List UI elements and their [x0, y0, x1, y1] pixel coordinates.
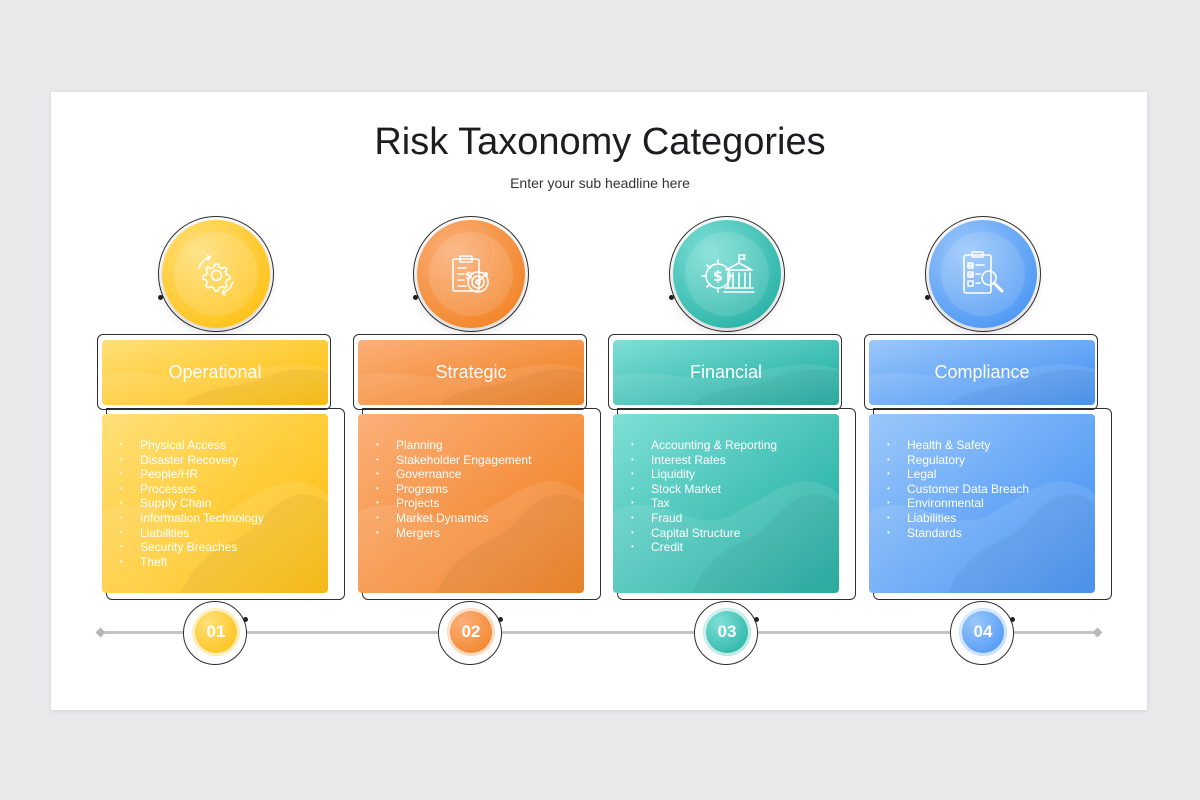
ring-end-dot — [243, 617, 248, 622]
risk-item: Stock Market — [631, 482, 777, 497]
risk-item: Accounting & Reporting — [631, 438, 777, 453]
connector-outline — [97, 334, 331, 410]
category-name: Strategic — [435, 362, 507, 382]
connector-outline — [608, 334, 842, 410]
risk-item: Governance — [376, 467, 531, 482]
ring-end-dot — [498, 617, 503, 622]
risk-item: Market Dynamics — [376, 511, 531, 526]
risk-item: Fraud — [631, 511, 777, 526]
risk-item: Environmental — [887, 496, 1029, 511]
ring-end-dot — [1010, 617, 1015, 622]
timeline-line — [100, 631, 1100, 634]
risk-item: Theft — [120, 555, 264, 570]
category-name: Financial — [689, 362, 763, 382]
connector-outline — [353, 334, 587, 410]
risk-item: Processes — [120, 482, 264, 497]
ring-end-dot — [669, 295, 674, 300]
risk-item: Tax — [631, 496, 777, 511]
svg-text:$: $ — [465, 269, 473, 282]
connector-outline — [864, 334, 1098, 410]
step-number-badge: 02 — [447, 608, 495, 656]
risk-item-list: Health & SafetyRegulatoryLegalCustomer D… — [869, 438, 1029, 540]
risk-item-list: PlanningStakeholder EngagementGovernance… — [358, 438, 532, 541]
risk-item: Supply Chain — [120, 496, 264, 511]
category-icon-badge — [673, 220, 781, 328]
risk-item: Interest Rates — [631, 453, 777, 468]
risk-item: People/HR — [120, 467, 264, 482]
category-body: Accounting & ReportingInterest RatesLiqu… — [613, 414, 839, 593]
gear-cycle-icon — [187, 246, 247, 302]
risk-item: Stakeholder Engagement — [376, 453, 532, 468]
ring-end-dot — [925, 295, 930, 300]
risk-item: Liabilities — [120, 526, 264, 541]
bank-gear-dollar-icon: $ — [698, 246, 758, 302]
risk-item: Liquidity — [631, 467, 777, 482]
risk-item: Capital Structure — [631, 526, 777, 541]
page-subtitle: Enter your sub headline here — [510, 175, 690, 191]
checklist-magnifier-icon — [954, 246, 1014, 302]
risk-item: Legal — [887, 467, 1029, 482]
category-header: Compliance — [869, 340, 1095, 405]
category-header: Strategic — [358, 340, 584, 405]
icon-inner-disc — [685, 232, 769, 316]
risk-item: Liabilities — [887, 511, 1029, 526]
step-number: 03 — [717, 622, 737, 641]
category-name: Operational — [168, 362, 262, 382]
risk-item: Health & Safety — [887, 438, 1029, 453]
risk-item: Mergers — [376, 526, 531, 541]
page-title: Risk Taxonomy Categories — [374, 121, 826, 163]
clipboard-target-icon: $ — [442, 246, 502, 302]
category-name: Compliance — [934, 362, 1030, 382]
step-number-badge: 04 — [959, 608, 1007, 656]
risk-item: Information Technology — [120, 511, 264, 526]
risk-item-list: Accounting & ReportingInterest RatesLiqu… — [613, 438, 777, 555]
risk-item: Physical Access — [120, 438, 264, 453]
icon-inner-disc — [174, 232, 258, 316]
step-number: 02 — [461, 622, 481, 641]
category-body: Physical AccessDisaster RecoveryPeople/H… — [102, 414, 328, 593]
ring-end-dot — [754, 617, 759, 622]
category-body: Health & SafetyRegulatoryLegalCustomer D… — [869, 414, 1095, 593]
step-number-badge: 01 — [192, 608, 240, 656]
risk-item: Planning — [376, 438, 531, 453]
risk-item: Security Breaches — [120, 540, 264, 555]
category-icon-badge — [162, 220, 270, 328]
svg-text:$: $ — [713, 269, 723, 285]
category-header: Operational — [102, 340, 328, 405]
risk-item: Standards — [887, 526, 1029, 541]
step-number-badge: 03 — [703, 608, 751, 656]
risk-item: Customer Data Breach — [887, 482, 1029, 497]
risk-item: Programs — [376, 482, 531, 497]
ring-end-dot — [158, 295, 163, 300]
category-header: Financial — [613, 340, 839, 405]
category-body: PlanningStakeholder EngagementGovernance… — [358, 414, 584, 593]
step-number: 04 — [973, 622, 993, 641]
risk-item-list: Physical AccessDisaster RecoveryPeople/H… — [102, 438, 264, 569]
ring-end-dot — [413, 295, 418, 300]
risk-item: Projects — [376, 496, 531, 511]
risk-item: Disaster Recovery — [120, 453, 264, 468]
risk-item: Regulatory — [887, 453, 1029, 468]
step-number: 01 — [206, 622, 226, 641]
risk-item: Credit — [631, 540, 777, 555]
